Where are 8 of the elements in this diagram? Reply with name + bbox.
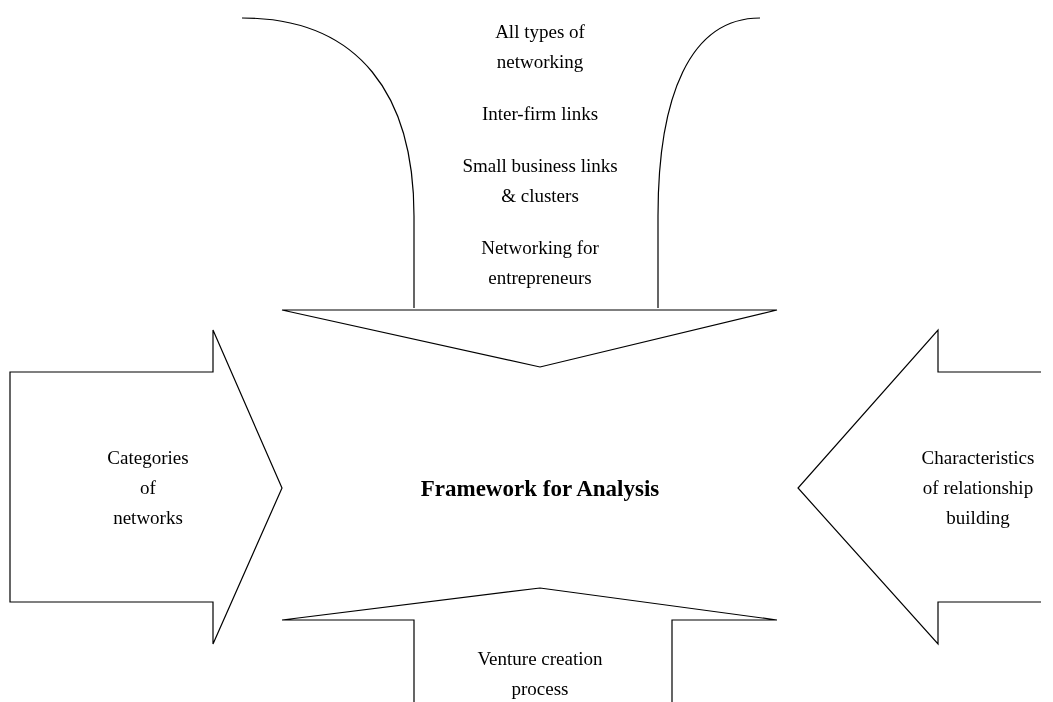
arrow-label: Small business links & clusters [461, 154, 619, 208]
arrow-label: Characteristics of relationship building [920, 446, 1036, 530]
arrow-label: All types of networking [494, 20, 586, 74]
arrow-label: Venture creation process [476, 647, 604, 701]
arrow-label: Inter-firm links [481, 102, 599, 126]
center-title: Framework for Analysis [390, 472, 690, 506]
arrow-label: Networking for entrepreneurs [480, 236, 600, 290]
arrow-label: Categories of networks [106, 446, 190, 530]
